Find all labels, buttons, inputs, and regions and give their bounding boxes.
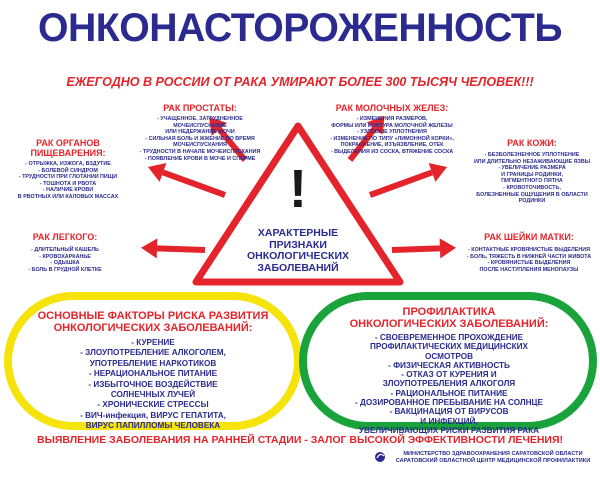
center-line: ЗАБОЛЕВАНИЙ bbox=[257, 261, 339, 274]
digestive-line: - ТОШНОТА И РВОТА bbox=[39, 180, 97, 187]
prostate-line: МОЧЕИСПУСКАНИЯ bbox=[173, 142, 227, 149]
footer-line: САРАТОВСКИЙ ОБЛАСТНОЙ ЦЕНТР МЕДИЦИНСКОЙ … bbox=[395, 458, 591, 464]
prevention-line: - ФИЗИЧЕСКАЯ АКТИВНОСТЬ bbox=[388, 360, 510, 370]
prevention-line: ЗЛОУПОТРЕБЛЕНИЯ АЛКОГОЛЯ bbox=[382, 379, 516, 389]
risk-block: ОСНОВНЫЕ ФАКТОРЫ РИСКА РАЗВИТИЯ ОНКОЛОГИ… bbox=[28, 310, 278, 432]
prevention-line: - ВАКЦИНАЦИЯ ОТ ВИРУСОВ bbox=[389, 407, 509, 417]
breast-line: - ИЗМЕНЕНИЕ ПО ТИПУ «ЛИМОННОЙ КОРКИ», bbox=[330, 135, 454, 142]
prevention-block: ПРОФИЛАКТИКА ОНКОЛОГИЧЕСКИХ ЗАБОЛЕВАНИЙ:… bbox=[318, 306, 580, 435]
breast-line: - ВЫДЕЛЕНИЯ ИЗ СОСКА, ВТЯЖЕНИЕ СОСКА bbox=[330, 148, 454, 155]
digestive-title-line: РАК ОРГАНОВ bbox=[36, 138, 100, 148]
red-arrow-icon bbox=[141, 115, 456, 259]
risk-line: - ЗЛОУПОТРЕБЛЕНИЕ АЛКОГОЛЕМ, bbox=[80, 348, 226, 358]
footer-line: МИНИСТЕРСТВО ЗДРАВООХРАНЕНИЯ САРАТОВСКОЙ… bbox=[403, 451, 583, 457]
prevention-line: - ОТКАЗ ОТ КУРЕНИЯ И bbox=[401, 370, 497, 380]
prostate-block: РАК ПРОСТАТЫ: - УЧАЩЕННОЕ, ЗАТРУДНЕННОЕ … bbox=[120, 103, 280, 162]
skin-line: РОДИНКИ bbox=[518, 198, 546, 205]
cervix-block: РАК ШЕЙКИ МАТКИ: - КОНТАКТНЫЕ КРОВЯНИСТЫ… bbox=[462, 232, 596, 273]
skin-block: РАК КОЖИ: - БЕЗБОЛЕЗНЕННОЕ УПЛОТНЕНИЕ ИЛ… bbox=[470, 138, 594, 205]
prostate-line: МОЧЕИСПУСКАНИЕ bbox=[173, 122, 227, 129]
risk-oval bbox=[4, 292, 302, 430]
digestive-line: - НАЛИЧИЕ КРОВИ bbox=[42, 187, 94, 194]
digestive-title: РАК ОРГАНОВ ПИЩЕВАРЕНИЯ: bbox=[8, 138, 128, 158]
risk-title-line: ОСНОВНЫЕ ФАКТОРЫ РИСКА РАЗВИТИЯ bbox=[37, 310, 269, 322]
prostate-title: РАК ПРОСТАТЫ: bbox=[163, 103, 237, 113]
risk-title-line: ОНКОЛОГИЧЕСКИХ ЗАБОЛЕВАНИЙ: bbox=[53, 322, 253, 334]
skin-title: РАК КОЖИ: bbox=[507, 138, 557, 148]
warning-triangle-icon bbox=[192, 122, 404, 286]
skin-line: - КРОВОТОЧИВОСТЬ, bbox=[503, 184, 561, 191]
digestive-block: РАК ОРГАНОВ ПИЩЕВАРЕНИЯ: - ОТРЫЖКА, ИЗЖО… bbox=[8, 138, 128, 201]
prevention-line: ОСМОТРОВ bbox=[425, 351, 473, 361]
prevention-line: И ИНФЕКЦИЙ, bbox=[420, 416, 478, 426]
prevention-line: - ДОЗИРОВАННОЕ ПРЕБЫВАНИЕ НА СОЛНЦЕ bbox=[354, 398, 543, 408]
prevention-line: ПРОФИЛАКТИЧЕСКИХ МЕДИЦИНСКИХ bbox=[369, 342, 528, 352]
prostate-line: - ТРУДНОСТИ В НАЧАЛЕ МОЧЕИСПУСКАНИЯ bbox=[139, 148, 261, 155]
center-label: ХАРАКТЕРНЫЕ ПРИЗНАКИ ОНКОЛОГИЧЕСКИХ ЗАБО… bbox=[230, 227, 366, 274]
prevention-title-line: ОНКОЛОГИЧЕСКИХ ЗАБОЛЕВАНИЙ: bbox=[349, 318, 549, 330]
risk-line: - НЕРАЦИОНАЛЬНОЕ ПИТАНИЕ bbox=[88, 369, 218, 379]
center-line: ПРИЗНАКИ bbox=[269, 238, 327, 251]
prevention-title-line: ПРОФИЛАКТИКА bbox=[402, 306, 496, 318]
poster-title: ОНКОНАСТОРОЖЕННОСТЬ bbox=[37, 6, 563, 50]
cervix-line: - БОЛЬ, ТЯЖЕСТЬ В НИЖНЕЙ ЧАСТИ ЖИВОТА bbox=[466, 253, 592, 260]
lung-line: - БОЛЬ В ГРУДНОЙ КЛЕТКЕ bbox=[28, 266, 102, 273]
poster-subtitle: ЕЖЕГОДНО В РОССИИ ОТ РАКА УМИРАЮТ БОЛЕЕ … bbox=[66, 75, 534, 89]
risk-line: - ВИЧ-инфекция, ВИРУС ГЕПАТИТА, bbox=[80, 410, 226, 420]
lung-line: - ОДЫШКА bbox=[50, 260, 80, 267]
risk-line: - ХРОНИЧЕСКИЕ СТРЕССЫ bbox=[97, 400, 209, 410]
skin-line: И ГРАНИЦЫ РОДИНКИ, bbox=[501, 171, 563, 178]
prevention-title: ПРОФИЛАКТИКА ОНКОЛОГИЧЕСКИХ ЗАБОЛЕВАНИЙ: bbox=[318, 306, 580, 330]
lung-block: РАК ЛЕГКОГО: - ДЛИТЕЛЬНЫЙ КАШЕЛЬ - КРОВО… bbox=[10, 232, 120, 273]
prostate-line: ИЛИ НЕДЕРЖАНИЕ МОЧИ bbox=[165, 129, 235, 136]
breast-line: ПОКРАСНЕНИЕ, ИЗЪЯЗВЛЕНИЕ, ОТЕК bbox=[340, 142, 444, 149]
skin-line: - БЕЗБОЛЕЗНЕННОЕ УПЛОТНЕНИЕ bbox=[484, 152, 580, 158]
cervix-line: ПОСЛЕ НАСТУПЛЕНИЯ МЕНОПАУЗЫ bbox=[479, 266, 579, 273]
risk-line: ВИРУС ПАПИЛЛОМЫ ЧЕЛОВЕКА bbox=[85, 421, 221, 431]
bottom-slogan: ВЫЯВЛЕНИЕ ЗАБОЛЕВАНИЯ НА РАННЕЙ СТАДИИ -… bbox=[37, 434, 563, 446]
skin-line: ПИГМЕНТНОГО ПЯТНА bbox=[501, 178, 563, 185]
medical-center-logo-icon bbox=[375, 452, 385, 462]
cervix-line: - КРОВЯНИСТЫЕ ВЫДЕЛЕНИЯ bbox=[487, 260, 571, 267]
lung-title: РАК ЛЕГКОГО: bbox=[32, 232, 98, 242]
footer-org: МИНИСТЕРСТВО ЗДРАВООХРАНЕНИЯ САРАТОВСКОЙ… bbox=[388, 451, 598, 465]
prostate-line: - ПОЯВЛЕНИЕ КРОВИ В МОЧЕ И СПЕРМЕ bbox=[144, 155, 256, 162]
digestive-line: В РВОТНЫХ ИЛИ КАЛОВЫХ МАССАХ bbox=[17, 193, 119, 200]
prostate-line: - СИЛЬНАЯ БОЛЬ И ЖЖЕНИЕ ВО ВРЕМЯ bbox=[145, 135, 255, 142]
breast-line: ФОРМЫ ИЛИ КОНТУРА МОЛОЧНОЙ ЖЕЛЕЗЫ bbox=[331, 122, 453, 129]
lung-line: - ДЛИТЕЛЬНЫЙ КАШЕЛЬ bbox=[31, 247, 99, 253]
cervix-title: РАК ШЕЙКИ МАТКИ: bbox=[484, 232, 574, 242]
risk-line: СОЛНЕЧНЫХ ЛУЧЕЙ bbox=[110, 390, 196, 400]
digestive-line: - ОТРЫЖКА, ИЗЖОГА, ВЗДУТИЕ bbox=[25, 161, 111, 167]
prevention-line: - СВОЕВРЕМЕННОЕ ПРОХОЖДЕНИЕ bbox=[374, 333, 524, 342]
risk-line: - ИЗБЫТОЧНОЕ ВОЗДЕЙСТВИЕ bbox=[88, 379, 218, 389]
exclamation-mark: ! bbox=[289, 159, 307, 219]
skin-line: ИЛИ ДЛИТЕЛЬНО НЕЗАЖИВАЮЩИЕ ЯЗВЫ bbox=[473, 158, 591, 165]
breast-line: - УЗЛОВЫЕ УПЛОТНЕНИЯ bbox=[357, 129, 427, 136]
risk-title: ОСНОВНЫЕ ФАКТОРЫ РИСКА РАЗВИТИЯ ОНКОЛОГИ… bbox=[28, 310, 278, 334]
breast-line: - ИЗМЕНЕНИЯ РАЗМЕРОВ, bbox=[356, 116, 428, 122]
center-line: ХАРАКТЕРНЫЕ bbox=[257, 227, 339, 239]
risk-line: - КУРЕНИЕ bbox=[131, 338, 175, 347]
digestive-title-line: ПИЩЕВАРЕНИЯ: bbox=[30, 148, 106, 158]
breast-block: РАК МОЛОЧНЫХ ЖЕЛЕЗ: - ИЗМЕНЕНИЯ РАЗМЕРОВ… bbox=[312, 103, 472, 156]
prevention-line: - РАЦИОНАЛЬНОЕ ПИТАНИЕ bbox=[390, 388, 508, 398]
skin-line: БОЛЕЗНЕННЫЕ ОЩУЩЕНИЯ В ОБЛАСТИ bbox=[476, 191, 588, 198]
prevention-line: УВЕЛИЧИВАЮЩИХ РИСКИ РАЗВИТИЯ РАКА bbox=[358, 425, 540, 435]
skin-line: - УВЕЛИЧЕНИЕ РАЗМЕРА bbox=[498, 165, 566, 172]
prostate-line: - УЧАЩЕННОЕ, ЗАТРУДНЕННОЕ bbox=[157, 116, 243, 122]
breast-title: РАК МОЛОЧНЫХ ЖЕЛЕЗ: bbox=[335, 103, 449, 113]
lung-line: - КРОВОХАРКАНЬЕ bbox=[39, 253, 91, 260]
center-line: ОНКОЛОГИЧЕСКИХ bbox=[246, 250, 350, 262]
digestive-line: - БОЛЕВОЙ СИНДРОМ bbox=[38, 167, 98, 174]
cervix-line: - КОНТАКТНЫЕ КРОВЯНИСТЫЕ ВЫДЕЛЕНИЯ bbox=[468, 247, 590, 253]
risk-line: УПОТРЕБЛЕНИЕ НАРКОТИКОВ bbox=[89, 358, 217, 368]
digestive-line: - ТРУДНОСТИ ПРИ ГЛОТАНИИ ПИЩИ bbox=[18, 174, 118, 181]
prevention-oval bbox=[299, 292, 597, 430]
